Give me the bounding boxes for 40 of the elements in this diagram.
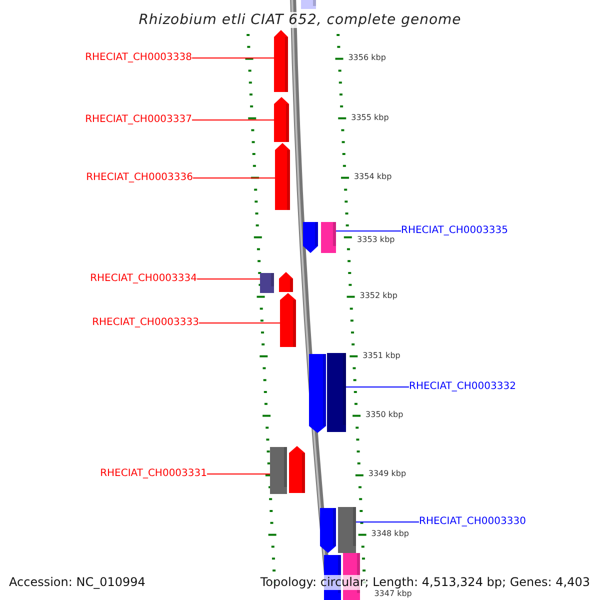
gene-label: RHECIAT_CH0003335 <box>401 224 513 238</box>
scale-label: 3351 kbp <box>362 351 400 361</box>
gene-feature <box>321 222 336 253</box>
leader-line <box>198 322 280 324</box>
gene-label: RHECIAT_CH0003333 <box>87 316 199 330</box>
gene-feature <box>303 222 318 253</box>
gene-label: RHECIAT_CH0003337 <box>80 113 192 127</box>
leader-line <box>196 278 260 280</box>
scale-label: 3354 kbp <box>354 172 392 182</box>
scale-label: 3350 kbp <box>366 410 404 420</box>
gene-feature <box>274 97 289 142</box>
scale-label: 3347 kbp <box>374 589 412 599</box>
gene-feature <box>274 30 288 92</box>
leader-line <box>346 386 410 388</box>
scale-label: 3352 kbp <box>360 291 398 301</box>
gene-label: RHECIAT_CH0003334 <box>85 272 197 286</box>
gene-label: RHECIAT_CH0003336 <box>81 171 193 185</box>
gene-label: RHECIAT_CH0003332 <box>409 380 521 394</box>
gene-feature <box>289 446 305 493</box>
gene-label: RHECIAT_CH0003338 <box>80 51 192 65</box>
accession-text: Accession: NC_010994 <box>9 575 146 590</box>
scale-label: 3353 kbp <box>357 235 395 245</box>
gene-label: RHECIAT_CH0003331 <box>95 467 207 481</box>
scale-label: 3349 kbp <box>368 469 406 479</box>
gene-feature <box>327 353 346 432</box>
gene-feature <box>301 0 316 9</box>
leader-line <box>336 230 402 232</box>
gene-feature <box>320 508 336 553</box>
scale-label: 3356 kbp <box>348 53 386 63</box>
genome-title: Rhizobium etli CIAT 652, complete genome <box>138 12 462 28</box>
genome-stats-text: Topology: circular; Length: 4,513,324 bp; Genes: 4,403 <box>260 575 590 590</box>
gene-feature <box>279 272 293 292</box>
gene-feature <box>270 447 287 494</box>
gene-feature <box>338 507 356 553</box>
gene-feature <box>260 273 274 293</box>
scale-label: 3355 kbp <box>351 113 389 123</box>
gene-feature <box>275 143 290 210</box>
scale-label: 3348 kbp <box>371 529 409 539</box>
gene-feature <box>309 354 326 433</box>
gene-label: RHECIAT_CH0003330 <box>419 515 531 529</box>
